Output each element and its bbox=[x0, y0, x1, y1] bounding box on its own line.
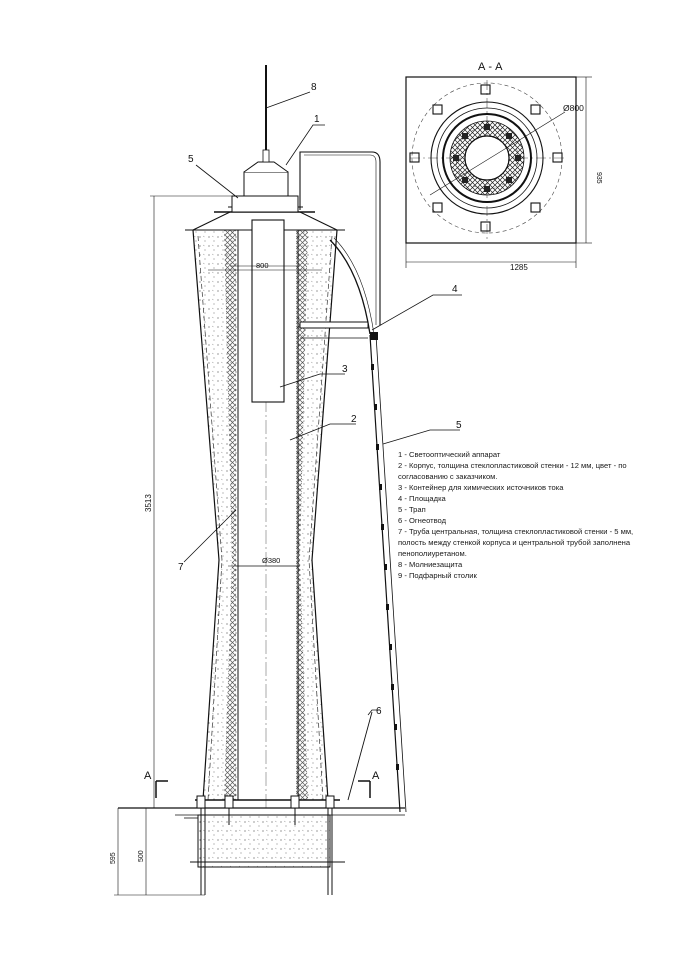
legend-item: 3 - Контейнер для химических источников … bbox=[398, 483, 564, 492]
legend-item: 1 - Светооптический аппарат bbox=[398, 450, 501, 459]
battery-container bbox=[251, 219, 285, 403]
callout-4: 4 bbox=[452, 284, 458, 295]
foundation bbox=[118, 795, 405, 895]
foundation-total-label: 595 bbox=[110, 852, 117, 864]
inner-bolt-circle bbox=[453, 124, 521, 192]
section-diameter-label: Ø800 bbox=[563, 103, 584, 113]
service-platform bbox=[299, 151, 381, 339]
legend-item: полость между стенкой корпуса и централь… bbox=[398, 538, 631, 547]
callout-8: 8 bbox=[311, 82, 317, 93]
foundation-depth-label: 500 bbox=[138, 850, 145, 862]
dimensions bbox=[114, 195, 322, 896]
legend-item: 6 - Огнеотвод bbox=[398, 516, 447, 525]
legend-item: 9 - Подфарный столик bbox=[398, 571, 477, 580]
section-title: А - А bbox=[478, 61, 503, 73]
section-mark-right: А bbox=[372, 770, 380, 782]
callout-1: 1 bbox=[314, 114, 320, 125]
section-width-label: 1285 bbox=[510, 263, 528, 272]
legend-item: 4 - Площадка bbox=[398, 494, 446, 503]
tower-body bbox=[185, 65, 345, 810]
legend-item: 8 - Молниезащита bbox=[398, 560, 463, 569]
section-marks bbox=[155, 780, 371, 798]
legend: 1 - Светооптический аппарат 2 - Корпус, … bbox=[398, 449, 694, 581]
legend-item: 7 - Труба центральная, толщина стеклопла… bbox=[398, 527, 634, 536]
section-height-label: 935 bbox=[595, 172, 602, 184]
central-tube-section bbox=[464, 135, 510, 181]
legend-item: 5 - Трап bbox=[398, 505, 426, 514]
legend-item: пенополиуретаном. bbox=[398, 549, 467, 558]
ladder bbox=[347, 332, 407, 813]
outer-bolt-holes bbox=[409, 84, 563, 232]
legend-item: согласованию с заказчиком. bbox=[398, 472, 498, 481]
height-label: 3513 bbox=[144, 494, 153, 512]
base-plate-outline bbox=[405, 76, 577, 244]
callout-5-ladder: 5 bbox=[456, 420, 462, 431]
leader-lines bbox=[183, 91, 462, 716]
top-width-label: 800 bbox=[256, 261, 269, 270]
callout-6: 6 bbox=[376, 706, 382, 717]
legend-item: 2 - Корпус, толщина стеклопластиковой ст… bbox=[398, 461, 627, 470]
waist-diameter-label: Ø380 bbox=[262, 556, 280, 565]
callout-2: 2 bbox=[351, 414, 357, 425]
section-mark-left: А bbox=[144, 770, 152, 782]
callout-3: 3 bbox=[342, 364, 348, 375]
callout-5-top: 5 bbox=[188, 154, 194, 165]
callout-7: 7 bbox=[178, 562, 184, 573]
section-view bbox=[405, 76, 592, 268]
